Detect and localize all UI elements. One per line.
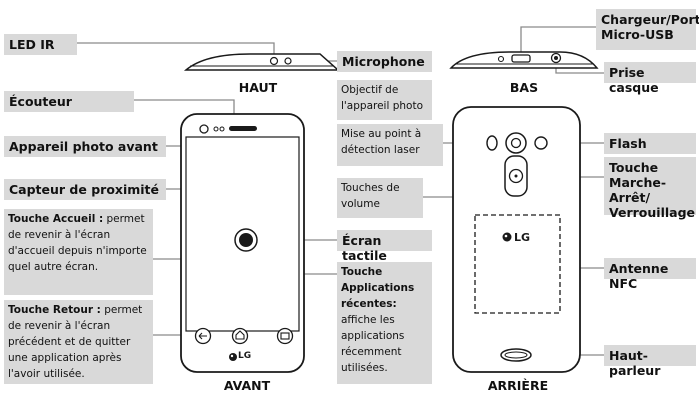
- label-ecouteur-text: Écouteur: [9, 94, 72, 109]
- label-ecran-text: Écran tactile: [342, 233, 387, 263]
- label-retour-rest: permet de revenir à l'écran précédent et…: [8, 304, 143, 380]
- label-prise-casque: Prise casque: [604, 62, 696, 95]
- front-lg-logo-text: LG: [238, 351, 252, 361]
- label-marche: Touche Marche-Arrêt/ Verrouillage: [604, 157, 696, 220]
- label-ecran: Écran tactile: [337, 230, 432, 263]
- label-haut-parleur-text: Haut-parleur: [609, 348, 661, 378]
- label-nfc-text: Antenne NFC: [609, 261, 669, 291]
- label-volume: Touches de volume: [337, 178, 423, 218]
- front-phone: [180, 113, 305, 373]
- label-led-ir-text: LED IR: [9, 37, 55, 52]
- caption-haut: HAUT: [238, 80, 278, 95]
- label-flash: Flash: [604, 133, 696, 154]
- label-prise-casque-text: Prise casque: [609, 65, 659, 95]
- back-lg-logo-mark: [502, 232, 512, 242]
- line-led-ir: [77, 42, 275, 58]
- bottom-edge-view: [449, 51, 599, 69]
- home-key-icon: [231, 327, 249, 345]
- label-nfc: Antenne NFC: [604, 258, 696, 291]
- back-lg-logo-text: LG: [514, 231, 531, 244]
- label-objectif-text: Objectif de l'appareil photo: [341, 84, 424, 112]
- label-accueil: Touche Accueil : permet de revenir à l'é…: [4, 209, 153, 295]
- label-microphone: Microphone: [337, 51, 432, 72]
- usb-port: [511, 54, 531, 63]
- laser-sensor: [486, 135, 498, 151]
- label-laser: Mise au point à détection laser: [337, 124, 443, 166]
- line-chargeur: [520, 26, 596, 52]
- label-led-ir: LED IR: [4, 34, 77, 55]
- caption-bas: BAS: [509, 80, 539, 95]
- label-chargeur: Chargeur/Port Micro-USB: [596, 9, 699, 50]
- label-objectif: Objectif de l'appareil photo: [337, 80, 432, 120]
- label-recentes-rest: affiche les applications récemment utili…: [341, 314, 405, 374]
- microphone-dot: [284, 57, 292, 65]
- label-recentes-strong: Touche Applications récentes:: [341, 266, 415, 310]
- label-accueil-strong: Touche Accueil :: [8, 213, 104, 225]
- front-camera: [199, 124, 209, 134]
- flash-light: [534, 136, 548, 150]
- caption-arriere: ARRIÈRE: [487, 378, 549, 393]
- top-edge-view: [183, 53, 340, 71]
- label-accueil-rest: permet de revenir à l'écran d'accueil de…: [8, 213, 147, 273]
- earpiece-grille: [229, 126, 257, 131]
- label-flash-text: Flash: [609, 136, 647, 151]
- label-haut-parleur: Haut-parleur: [604, 345, 696, 378]
- label-laser-text: Mise au point à détection laser: [341, 128, 422, 156]
- label-capteur-text: Capteur de proximité: [9, 182, 160, 197]
- label-volume-text: Touches de volume: [341, 182, 400, 210]
- label-recentes: Touche Applications récentes: affiche le…: [337, 262, 432, 384]
- label-marche-text: Touche Marche-Arrêt/ Verrouillage: [609, 160, 695, 220]
- front-lg-logo-mark: [229, 353, 237, 361]
- label-photo-avant: Appareil photo avant: [4, 136, 166, 157]
- label-ecouteur: Écouteur: [4, 91, 134, 112]
- label-retour-strong: Touche Retour :: [8, 304, 101, 316]
- back-phone: [452, 106, 581, 373]
- label-photo-avant-text: Appareil photo avant: [9, 139, 158, 154]
- label-microphone-text: Microphone: [342, 54, 425, 69]
- nfc-antenna-area: [474, 214, 561, 314]
- caption-avant: AVANT: [223, 378, 271, 393]
- label-chargeur-text: Chargeur/Port Micro-USB: [601, 12, 699, 42]
- label-retour: Touche Retour : permet de revenir à l'éc…: [4, 300, 153, 384]
- led-ir-dot: [269, 56, 279, 66]
- recent-apps-key-icon: [276, 327, 294, 345]
- label-capteur: Capteur de proximité: [4, 179, 166, 200]
